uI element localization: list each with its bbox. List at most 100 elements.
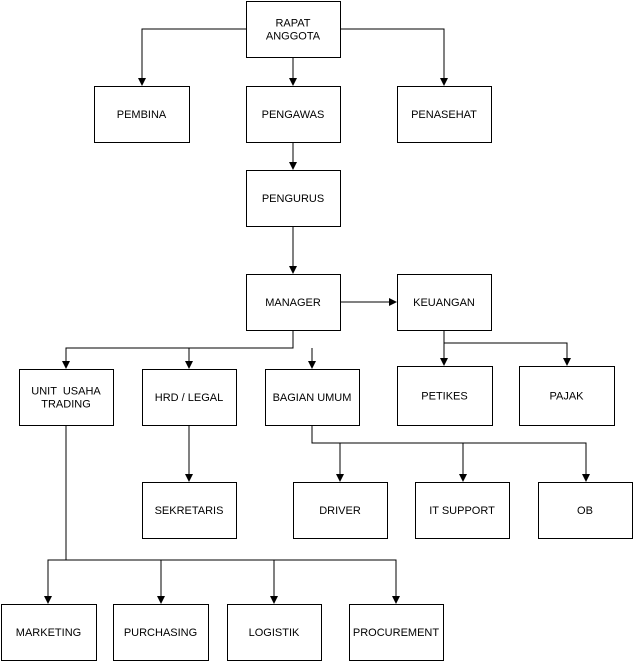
arrowhead	[336, 474, 344, 482]
node-box	[246, 86, 341, 143]
arrowhead	[62, 361, 70, 369]
node-label: PENGAWAS	[262, 109, 325, 121]
arrowhead	[270, 596, 278, 604]
arrowhead	[308, 361, 316, 369]
node-pengawas: PENGAWAS	[246, 86, 341, 143]
node-box	[246, 274, 341, 331]
node-label: DRIVER	[319, 505, 361, 517]
node-sekretaris: SEKRETARIS	[142, 482, 237, 539]
node-box	[113, 604, 209, 661]
node-procurement: PROCUREMENT	[349, 604, 444, 661]
node-label: PURCHASING	[124, 627, 197, 639]
connector-manager-to-keuangan	[340, 298, 397, 306]
arrowhead	[185, 361, 193, 369]
connector-pengurus-to-manager	[289, 226, 297, 274]
connector-hrd-to-sekretaris	[185, 425, 193, 482]
node-ob: OB	[538, 482, 633, 539]
connector-bagian-umum-to-ob	[463, 442, 590, 482]
node-bagian-umum: BAGIAN UMUM	[265, 369, 360, 426]
node-box	[246, 1, 341, 58]
node-penasehat: PENASEHAT	[397, 86, 492, 143]
node-pembina: PEMBINA	[94, 86, 190, 143]
node-box	[94, 86, 190, 143]
node-logistik: LOGISTIK	[227, 604, 322, 661]
connector-rapat-anggota-to-pembina	[138, 28, 246, 86]
node-box	[415, 482, 510, 539]
node-label: PENASEHAT	[411, 109, 477, 121]
node-label: UNIT USAHA	[31, 386, 101, 398]
node-pajak: PAJAK	[519, 366, 615, 426]
connector-line	[340, 28, 445, 80]
arrowhead	[582, 474, 590, 482]
connector-rapat-anggota-to-penasehat	[340, 28, 448, 86]
connector-rapat-anggota-to-pengawas	[289, 57, 297, 86]
node-label: TRADING	[41, 399, 91, 411]
node-label: SEKRETARIS	[155, 505, 224, 517]
arrowhead	[157, 596, 165, 604]
node-label: IT SUPPORT	[429, 505, 495, 517]
connector-line	[311, 425, 341, 476]
arrowhead	[389, 298, 397, 306]
node-keuangan: KEUANGAN	[397, 274, 492, 331]
node-label: PETIKES	[421, 391, 467, 403]
node-label: PAJAK	[549, 391, 584, 403]
arrowhead	[289, 162, 297, 170]
node-box	[142, 482, 237, 539]
node-label: ANGGOTA	[266, 31, 321, 43]
connector-unit-usaha-to-procurement	[274, 559, 400, 604]
node-box	[19, 369, 114, 426]
node-label: RAPAT	[275, 18, 310, 30]
connector-line	[463, 442, 587, 476]
node-label: MARKETING	[16, 627, 81, 639]
connector-line	[47, 425, 67, 598]
connector-manager-to-hrd	[185, 348, 193, 369]
node-box	[519, 366, 615, 426]
node-label: BAGIAN UMUM	[273, 392, 352, 404]
arrowhead	[392, 596, 400, 604]
node-box	[397, 274, 492, 331]
node-hrd: HRD / LEGAL	[142, 369, 237, 426]
connector-line	[444, 342, 568, 360]
node-label: KEUANGAN	[413, 297, 475, 309]
connector-pengawas-to-pengurus	[289, 142, 297, 170]
connector-manager-to-unit-usaha	[62, 330, 294, 369]
node-petikes: PETIKES	[397, 366, 493, 426]
arrowhead	[459, 474, 467, 482]
connector-manager-to-bagian-umum	[308, 348, 316, 369]
node-manager: MANAGER	[246, 274, 341, 331]
node-label: OB	[577, 505, 593, 517]
connector-line	[65, 330, 294, 363]
connector-unit-usaha-to-purchasing	[66, 559, 165, 604]
arrowhead	[44, 596, 52, 604]
node-label: HRD / LEGAL	[155, 392, 223, 404]
node-purchasing: PURCHASING	[113, 604, 209, 661]
node-box	[397, 86, 492, 143]
arrowhead	[289, 78, 297, 86]
node-box	[349, 604, 444, 661]
node-label: PENGURUS	[262, 193, 324, 205]
connector-line	[141, 28, 246, 80]
node-box	[265, 369, 360, 426]
arrowhead	[440, 358, 448, 366]
node-it-support: IT SUPPORT	[415, 482, 510, 539]
connector-line	[161, 559, 275, 598]
node-box	[142, 369, 237, 426]
connector-keuangan-to-petikes	[440, 330, 448, 366]
connector-unit-usaha-to-logistik	[161, 559, 278, 604]
node-label: PEMBINA	[117, 109, 167, 121]
node-box	[1, 604, 97, 661]
node-label: PROCUREMENT	[353, 627, 439, 639]
node-box	[397, 366, 493, 426]
arrowhead	[440, 78, 448, 86]
node-box	[538, 482, 633, 539]
connector-unit-usaha-to-marketing	[44, 425, 67, 604]
node-marketing: MARKETING	[1, 604, 97, 661]
connector-keuangan-to-pajak	[444, 342, 571, 366]
arrowhead	[563, 358, 571, 366]
node-driver: DRIVER	[293, 482, 388, 539]
connector-line	[340, 442, 464, 476]
arrowhead	[185, 474, 193, 482]
